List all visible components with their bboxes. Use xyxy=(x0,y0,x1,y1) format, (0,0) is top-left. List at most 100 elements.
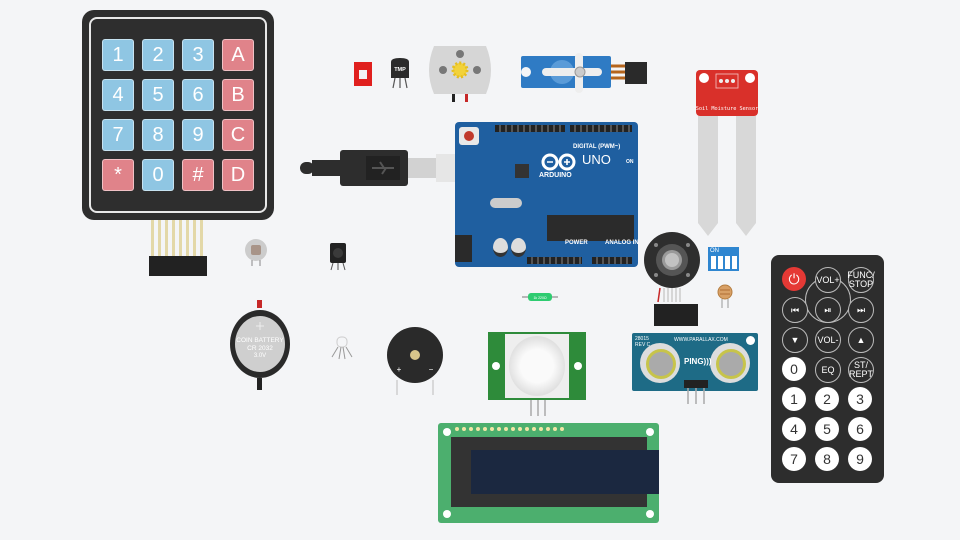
capacitor-1 xyxy=(493,238,508,257)
lcd-pin[interactable] xyxy=(455,427,459,431)
lcd-pin[interactable] xyxy=(476,427,480,431)
dip-toggle[interactable] xyxy=(718,256,723,269)
lcd-pin[interactable] xyxy=(518,427,522,431)
keypad-ribbon-cable xyxy=(151,220,204,256)
keypad-key[interactable]: # xyxy=(182,159,214,191)
keypad-key[interactable]: * xyxy=(102,159,134,191)
battery-label-2: CR 2032 xyxy=(247,345,273,352)
ambient-light-sensor[interactable] xyxy=(243,237,269,267)
dip-toggle[interactable] xyxy=(725,256,730,269)
remote-button[interactable]: 0 xyxy=(782,357,806,381)
digital-header-2 xyxy=(570,125,632,132)
lcd-16x2[interactable] xyxy=(438,423,659,523)
servo-motor[interactable] xyxy=(520,52,650,94)
remote-button[interactable]: ⏮ xyxy=(782,297,808,323)
keypad-key[interactable]: C xyxy=(222,119,254,151)
remote-button[interactable]: FUNC/ STOP xyxy=(847,267,875,293)
keypad-key[interactable]: 3 xyxy=(182,39,214,71)
keypad-key[interactable]: 9 xyxy=(182,119,214,151)
lcd-pin[interactable] xyxy=(525,427,529,431)
pir-motion-sensor[interactable] xyxy=(488,332,586,400)
dip-toggle[interactable] xyxy=(711,256,716,269)
digital-header-1 xyxy=(495,125,565,132)
dip-toggle[interactable] xyxy=(732,256,737,269)
dip-on-label: ON xyxy=(710,248,719,254)
lcd-pin[interactable] xyxy=(532,427,536,431)
keypad-key[interactable]: 4 xyxy=(102,79,134,111)
remote-button[interactable]: ⏻ xyxy=(782,267,806,291)
slide-switch-knob[interactable] xyxy=(359,70,367,79)
keypad-connector xyxy=(149,256,207,276)
lcd-pin[interactable] xyxy=(497,427,501,431)
ping-rev: REV C xyxy=(635,342,651,348)
usb-cable xyxy=(300,150,458,186)
remote-button[interactable]: VOL+ xyxy=(815,267,841,293)
piezo-buzzer[interactable]: + − xyxy=(385,325,445,395)
remote-button[interactable]: 1 xyxy=(782,387,806,411)
remote-button[interactable]: 2 xyxy=(815,387,839,411)
keypad-key[interactable]: A xyxy=(222,39,254,71)
analog-header xyxy=(592,257,632,264)
rotary-encoder[interactable] xyxy=(642,228,702,330)
lcd-pin[interactable] xyxy=(469,427,473,431)
rgb-led[interactable] xyxy=(328,335,356,361)
keypad-key[interactable]: 2 xyxy=(142,39,174,71)
remote-button[interactable]: 5 xyxy=(815,417,839,441)
soil-moisture-sensor[interactable]: Soil Moisture Sensor xyxy=(694,68,760,240)
lcd-pin[interactable] xyxy=(504,427,508,431)
on-label: ON xyxy=(626,159,634,165)
remote-button[interactable]: ST/ REPT xyxy=(848,357,874,383)
remote-button[interactable]: 8 xyxy=(815,447,839,471)
lcd-pin[interactable] xyxy=(462,427,466,431)
dip-switch[interactable]: ON xyxy=(708,247,739,271)
analog-label: ANALOG IN xyxy=(605,240,639,246)
tmp-label: TMP xyxy=(394,67,406,73)
temperature-sensor[interactable]: TMP xyxy=(388,58,412,90)
keypad-key[interactable]: 0 xyxy=(142,159,174,191)
keypad-key[interactable]: D xyxy=(222,159,254,191)
ultrasonic-sensor[interactable]: 28015 REV C WWW.PARALLAX.COM PING))) xyxy=(632,333,758,391)
ping-transducer-left xyxy=(640,343,680,383)
resistor-label: 1k 220Ω xyxy=(533,296,547,300)
ping-url: WWW.PARALLAX.COM xyxy=(674,337,728,343)
remote-button[interactable]: EQ xyxy=(815,357,841,383)
remote-button[interactable]: 3 xyxy=(848,387,872,411)
keypad-key[interactable]: 5 xyxy=(142,79,174,111)
keypad-key[interactable]: 1 xyxy=(102,39,134,71)
keypad-key[interactable]: 8 xyxy=(142,119,174,151)
keypad-key[interactable]: 7 xyxy=(102,119,134,151)
slide-switch[interactable] xyxy=(354,62,372,86)
photoresistor[interactable] xyxy=(715,283,735,309)
dc-motor[interactable] xyxy=(426,44,494,106)
lcd-pin[interactable] xyxy=(553,427,557,431)
keypad-key[interactable]: B xyxy=(222,79,254,111)
remote-button[interactable]: ⏯ xyxy=(815,297,841,323)
remote-button[interactable]: ▼ xyxy=(782,327,808,353)
arduino-logo-icon xyxy=(541,153,576,171)
lcd-pin[interactable] xyxy=(511,427,515,431)
ir-receiver[interactable] xyxy=(328,243,348,271)
ping-transducer-right xyxy=(710,343,750,383)
remote-button[interactable]: ⏭ xyxy=(848,297,874,323)
lcd-pin[interactable] xyxy=(483,427,487,431)
battery-label-1: COIN BATTERY xyxy=(236,337,284,344)
remote-button[interactable]: ▲ xyxy=(848,327,874,353)
remote-button[interactable]: VOL- xyxy=(815,327,841,353)
remote-button[interactable]: 7 xyxy=(782,447,806,471)
lcd-pin[interactable] xyxy=(539,427,543,431)
lcd-pin[interactable] xyxy=(560,427,564,431)
arduino-uno-board[interactable]: DIGITAL (PWM~) ARDUINO UNO ON POWER ANAL… xyxy=(455,122,639,267)
resistor[interactable]: 1k 220Ω xyxy=(522,292,558,302)
power-header xyxy=(527,257,582,264)
lcd-pin[interactable] xyxy=(546,427,550,431)
coin-battery[interactable]: COIN BATTERY CR 2032 3.0V xyxy=(228,300,292,392)
remote-button[interactable]: 4 xyxy=(782,417,806,441)
arduino-model: UNO xyxy=(582,152,611,167)
reset-button[interactable] xyxy=(459,127,479,145)
keypad-key[interactable]: 6 xyxy=(182,79,214,111)
remote-button[interactable]: 6 xyxy=(848,417,872,441)
remote-button[interactable]: 9 xyxy=(848,447,872,471)
lcd-pin[interactable] xyxy=(490,427,494,431)
